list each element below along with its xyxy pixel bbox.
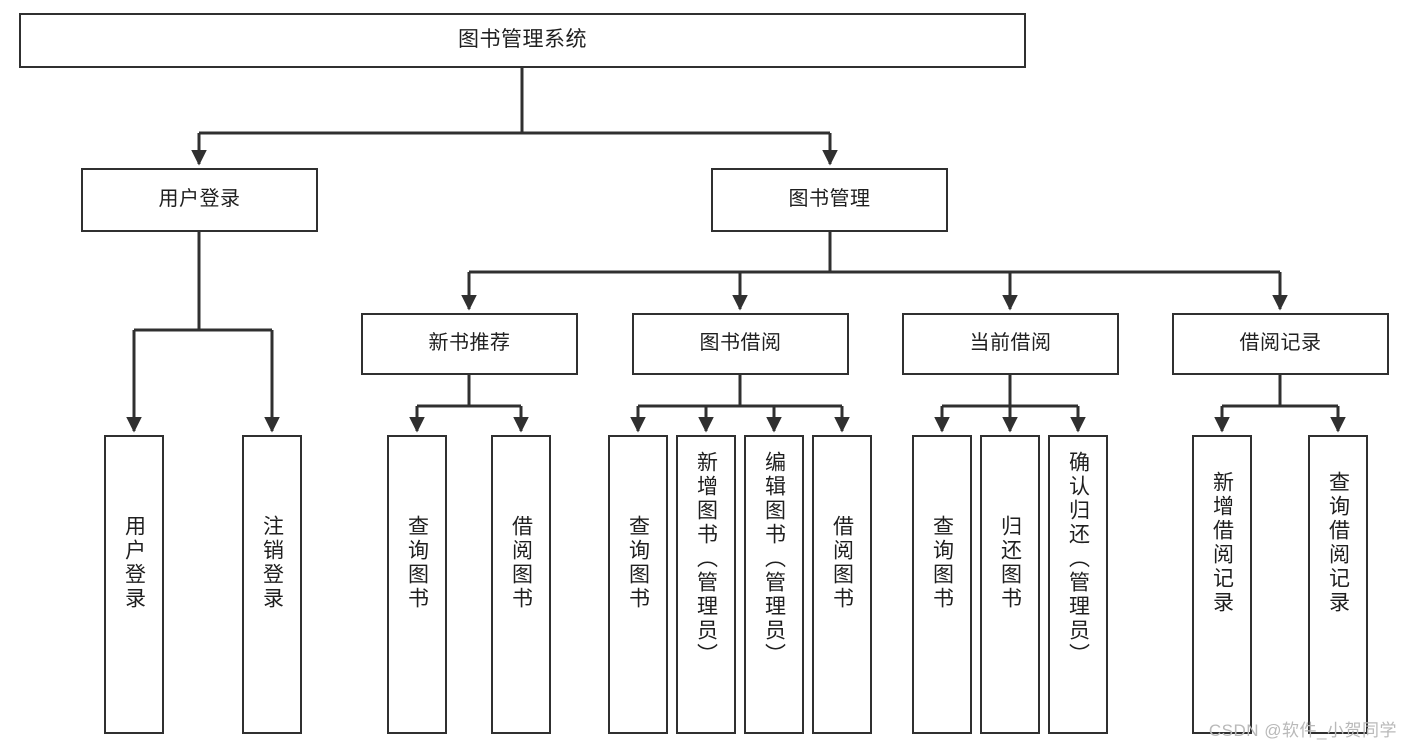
- node-label: 查询图书: [930, 515, 954, 611]
- node-leaf-edit-book-admin[interactable]: 编辑图书（管理员）: [744, 435, 804, 734]
- node-leaf-borrow-books-nbr[interactable]: 借阅图书: [491, 435, 551, 734]
- node-leaf-query-borrow-record[interactable]: 查询借阅记录: [1308, 435, 1368, 734]
- node-label: 图书管理系统: [458, 28, 587, 52]
- node-label: 新增借阅记录: [1210, 471, 1234, 615]
- node-label: 图书管理: [788, 188, 871, 211]
- node-book-management[interactable]: 图书管理: [711, 168, 948, 232]
- node-label: 查询图书: [626, 515, 650, 611]
- node-label: 确认归还（管理员）: [1066, 451, 1090, 667]
- node-label: 当前借阅: [969, 332, 1052, 355]
- node-book-borrowing[interactable]: 图书借阅: [632, 313, 849, 375]
- node-root-system[interactable]: 图书管理系统: [19, 13, 1026, 68]
- node-leaf-query-books-bb[interactable]: 查询图书: [608, 435, 668, 734]
- node-leaf-logout[interactable]: 注销登录: [242, 435, 302, 734]
- node-leaf-query-books-nbr[interactable]: 查询图书: [387, 435, 447, 734]
- node-label: 借阅图书: [509, 515, 533, 611]
- node-label: 查询借阅记录: [1326, 471, 1350, 615]
- node-leaf-return-books[interactable]: 归还图书: [980, 435, 1040, 734]
- node-leaf-user-login[interactable]: 用户登录: [104, 435, 164, 734]
- node-label: 新增图书（管理员）: [694, 451, 718, 667]
- node-label: 借阅记录: [1239, 332, 1322, 355]
- node-leaf-confirm-return-admin[interactable]: 确认归还（管理员）: [1048, 435, 1108, 734]
- node-label: 借阅图书: [830, 515, 854, 611]
- node-label: 归还图书: [998, 515, 1022, 611]
- node-label: 用户登录: [158, 188, 241, 211]
- node-label: 用户登录: [122, 515, 146, 611]
- node-leaf-add-book-admin[interactable]: 新增图书（管理员）: [676, 435, 736, 734]
- node-label: 新书推荐: [428, 332, 511, 355]
- node-current-borrowing[interactable]: 当前借阅: [902, 313, 1119, 375]
- node-label: 注销登录: [260, 515, 284, 611]
- node-leaf-borrow-books-bb[interactable]: 借阅图书: [812, 435, 872, 734]
- node-label: 图书借阅: [699, 332, 782, 355]
- node-label: 编辑图书（管理员）: [762, 451, 786, 667]
- node-leaf-add-borrow-record[interactable]: 新增借阅记录: [1192, 435, 1252, 734]
- node-borrowing-records[interactable]: 借阅记录: [1172, 313, 1389, 375]
- node-user-login[interactable]: 用户登录: [81, 168, 318, 232]
- node-leaf-query-books-cb[interactable]: 查询图书: [912, 435, 972, 734]
- node-label: 查询图书: [405, 515, 429, 611]
- node-new-book-recommendation[interactable]: 新书推荐: [361, 313, 578, 375]
